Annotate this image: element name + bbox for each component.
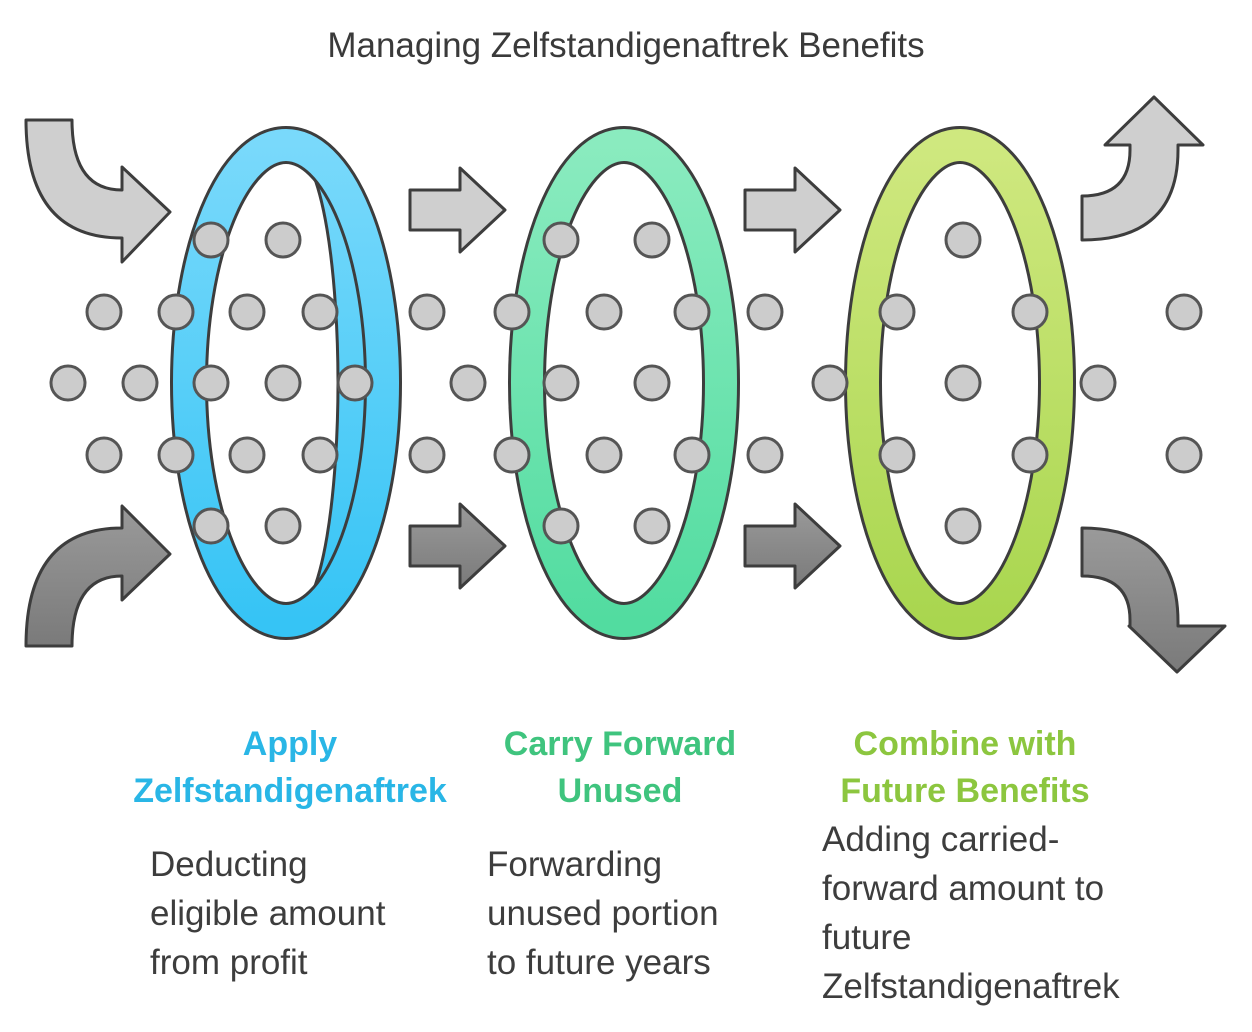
description-line: future [822,918,912,957]
description-line: unused portion [487,894,719,933]
heading-line: Combine with [853,725,1077,763]
description-line: Zelfstandigenaftrek [822,967,1120,1006]
arrow-right-icon [743,502,842,590]
description-line: from profit [150,943,308,982]
step-heading-combine: Combine with Future Benefits [800,721,1130,815]
arrow-right-icon [408,166,507,254]
heading-line: Zelfstandigenaftrek [133,772,447,810]
curved-arrow-out-up-icon [1080,95,1205,242]
step-description-combine: Adding carried- forward amount to future… [822,815,1242,1011]
description-line: forward amount to [822,869,1105,908]
description-line: to future years [487,943,711,982]
step-heading-apply: Apply Zelfstandigenaftrek [80,721,500,815]
heading-line: Unused [557,772,683,810]
curved-arrow-in-bottom-icon [24,504,172,648]
description-line: Forwarding [487,845,663,884]
diagram-title: Managing Zelfstandigenaftrek Benefits [327,26,925,65]
step-description-carry-forward: Forwarding unused portion to future year… [487,840,787,987]
description-line: eligible amount [150,894,386,933]
particle-dots [49,221,1203,545]
curved-arrow-in-top-icon [24,118,172,264]
ring-carry-forward [508,126,740,640]
description-line: Adding carried- [822,820,1060,859]
arrow-right-icon [743,166,842,254]
arrow-right-icon [408,502,507,590]
step-description-apply: Deducting eligible amount from profit [150,840,460,987]
heading-line: Apply [242,725,338,763]
curved-arrow-out-down-icon [1080,526,1227,674]
heading-line: Future Benefits [840,772,1090,810]
step-heading-carry-forward: Carry Forward Unused [470,721,770,815]
heading-line: Carry Forward [503,725,737,763]
description-line: Deducting [150,845,308,884]
ring-combine [844,126,1076,640]
